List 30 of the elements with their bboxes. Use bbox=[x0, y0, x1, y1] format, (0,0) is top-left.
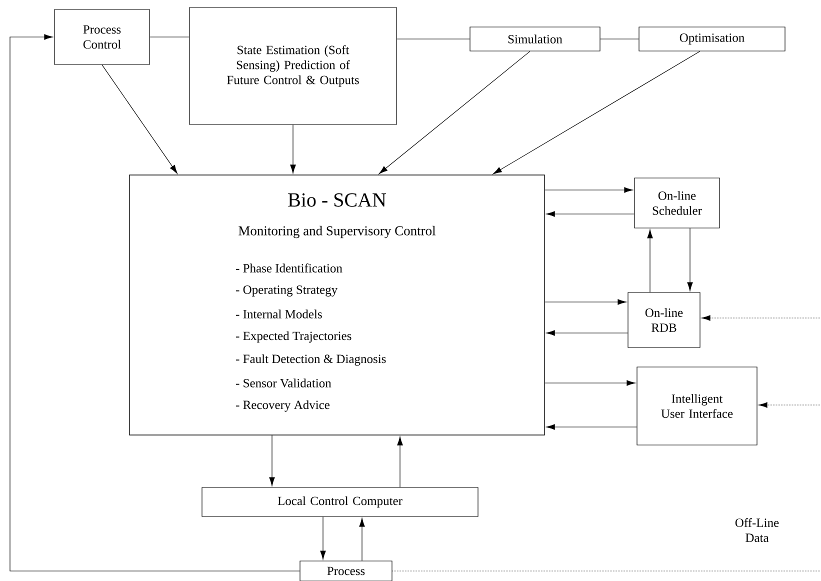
arrow bbox=[546, 330, 628, 336]
arrow bbox=[758, 402, 820, 408]
process-box: Intelligent User Interface bbox=[636, 366, 758, 446]
process-box: On-line RDB bbox=[628, 292, 700, 348]
arrow bbox=[397, 436, 403, 488]
arrow bbox=[320, 516, 326, 560]
arrow bbox=[269, 435, 275, 486]
arrow bbox=[290, 124, 296, 174]
note: Off-Line Data bbox=[735, 518, 779, 542]
arrow bbox=[10, 34, 300, 572]
process-box: Process Control bbox=[54, 9, 150, 65]
process-box: Simulation bbox=[470, 26, 600, 52]
arrow bbox=[493, 51, 700, 174]
arrow bbox=[359, 518, 365, 561]
process-box: State Estimation (Soft Sensing) Prediction of Future Control & Outputs bbox=[189, 7, 397, 125]
arrow bbox=[687, 228, 693, 291]
arrow bbox=[544, 187, 633, 193]
arrow bbox=[544, 299, 626, 305]
arrow bbox=[102, 64, 178, 174]
process-box: Local Control Computer bbox=[202, 487, 478, 517]
arrow bbox=[378, 51, 530, 174]
arrow bbox=[546, 424, 637, 430]
process-box: Optimisation bbox=[638, 26, 786, 52]
process-box: Process bbox=[300, 560, 392, 581]
arrow bbox=[544, 380, 636, 386]
arrow bbox=[702, 315, 820, 321]
arrow bbox=[647, 230, 653, 292]
arrow bbox=[546, 211, 634, 217]
monitoring-box: Bio - SCAN Monitoring and Supervisory Control - Phase Identification - Operating Strategy - Internal Models - Expected Trajectories - Fault Detection & Diagnosis - Sensor Validation - Recovery Advice bbox=[129, 174, 545, 436]
process-box: On-line Scheduler bbox=[634, 178, 720, 228]
